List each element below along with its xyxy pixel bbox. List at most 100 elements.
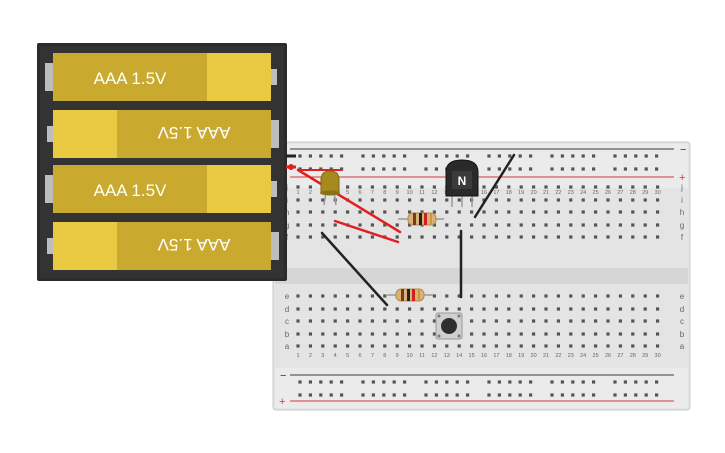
breadboard-hole[interactable] bbox=[321, 344, 325, 348]
breadboard-hole[interactable] bbox=[519, 185, 523, 189]
breadboard-hole[interactable] bbox=[581, 307, 585, 311]
breadboard-hole[interactable] bbox=[432, 185, 436, 189]
breadboard-hole[interactable] bbox=[594, 294, 598, 298]
rail-hole[interactable] bbox=[508, 154, 512, 158]
breadboard-hole[interactable] bbox=[408, 235, 412, 239]
rail-hole[interactable] bbox=[634, 167, 638, 171]
breadboard-hole[interactable] bbox=[358, 344, 362, 348]
breadboard-hole[interactable] bbox=[631, 235, 635, 239]
breadboard-hole[interactable] bbox=[631, 185, 635, 189]
rail-hole[interactable] bbox=[655, 393, 659, 397]
breadboard-hole[interactable] bbox=[532, 198, 536, 202]
breadboard-hole[interactable] bbox=[308, 210, 312, 214]
breadboard-hole[interactable] bbox=[544, 332, 548, 336]
breadboard-hole[interactable] bbox=[445, 294, 449, 298]
rail-hole[interactable] bbox=[613, 154, 617, 158]
breadboard-hole[interactable] bbox=[383, 198, 387, 202]
rail-hole[interactable] bbox=[634, 380, 638, 384]
rail-hole[interactable] bbox=[655, 167, 659, 171]
breadboard-hole[interactable] bbox=[606, 332, 610, 336]
rail-hole[interactable] bbox=[466, 154, 470, 158]
rail-hole[interactable] bbox=[340, 380, 344, 384]
breadboard-hole[interactable] bbox=[606, 294, 610, 298]
rail-hole[interactable] bbox=[455, 154, 459, 158]
rail-hole[interactable] bbox=[634, 393, 638, 397]
breadboard-hole[interactable] bbox=[606, 210, 610, 214]
breadboard-hole[interactable] bbox=[544, 344, 548, 348]
rail-hole[interactable] bbox=[319, 393, 323, 397]
breadboard-hole[interactable] bbox=[482, 223, 486, 227]
breadboard-hole[interactable] bbox=[643, 198, 647, 202]
breadboard-hole[interactable] bbox=[346, 332, 350, 336]
rail-hole[interactable] bbox=[445, 393, 449, 397]
breadboard-hole[interactable] bbox=[519, 319, 523, 323]
breadboard-hole[interactable] bbox=[308, 223, 312, 227]
breadboard-hole[interactable] bbox=[569, 198, 573, 202]
breadboard-hole[interactable] bbox=[519, 307, 523, 311]
breadboard-hole[interactable] bbox=[507, 307, 511, 311]
rail-hole[interactable] bbox=[623, 380, 627, 384]
breadboard-hole[interactable] bbox=[507, 223, 511, 227]
rail-hole[interactable] bbox=[644, 167, 648, 171]
breadboard-hole[interactable] bbox=[643, 319, 647, 323]
led[interactable] bbox=[320, 170, 340, 206]
rail-hole[interactable] bbox=[581, 380, 585, 384]
breadboard-hole[interactable] bbox=[656, 294, 660, 298]
breadboard-hole[interactable] bbox=[519, 344, 523, 348]
breadboard-hole[interactable] bbox=[643, 210, 647, 214]
breadboard-hole[interactable] bbox=[420, 210, 424, 214]
breadboard-hole[interactable] bbox=[308, 294, 312, 298]
breadboard-hole[interactable] bbox=[507, 210, 511, 214]
breadboard-hole[interactable] bbox=[544, 210, 548, 214]
rail-hole[interactable] bbox=[319, 380, 323, 384]
rail-hole[interactable] bbox=[529, 167, 533, 171]
breadboard-hole[interactable] bbox=[643, 332, 647, 336]
breadboard-hole[interactable] bbox=[556, 294, 560, 298]
rail-hole[interactable] bbox=[508, 393, 512, 397]
breadboard-hole[interactable] bbox=[519, 210, 523, 214]
breadboard-hole[interactable] bbox=[395, 235, 399, 239]
rail-hole[interactable] bbox=[340, 154, 344, 158]
breadboard-hole[interactable] bbox=[370, 185, 374, 189]
breadboard-hole[interactable] bbox=[494, 344, 498, 348]
breadboard-hole[interactable] bbox=[296, 185, 300, 189]
rail-hole[interactable] bbox=[518, 154, 522, 158]
breadboard-hole[interactable] bbox=[420, 185, 424, 189]
breadboard-hole[interactable] bbox=[544, 319, 548, 323]
breadboard-hole[interactable] bbox=[370, 235, 374, 239]
rail-hole[interactable] bbox=[403, 167, 407, 171]
breadboard-hole[interactable] bbox=[656, 344, 660, 348]
breadboard-hole[interactable] bbox=[482, 294, 486, 298]
breadboard-hole[interactable] bbox=[383, 319, 387, 323]
breadboard-hole[interactable] bbox=[395, 344, 399, 348]
breadboard-hole[interactable] bbox=[532, 319, 536, 323]
breadboard-hole[interactable] bbox=[321, 319, 325, 323]
breadboard-hole[interactable] bbox=[346, 319, 350, 323]
rail-hole[interactable] bbox=[319, 154, 323, 158]
breadboard-hole[interactable] bbox=[656, 210, 660, 214]
breadboard-hole[interactable] bbox=[631, 294, 635, 298]
breadboard-hole[interactable] bbox=[370, 332, 374, 336]
breadboard-hole[interactable] bbox=[519, 332, 523, 336]
rail-hole[interactable] bbox=[487, 393, 491, 397]
breadboard-hole[interactable] bbox=[370, 307, 374, 311]
rail-hole[interactable] bbox=[518, 393, 522, 397]
breadboard-hole[interactable] bbox=[358, 185, 362, 189]
breadboard-hole[interactable] bbox=[370, 344, 374, 348]
breadboard-hole[interactable] bbox=[594, 198, 598, 202]
breadboard-hole[interactable] bbox=[383, 223, 387, 227]
breadboard-hole[interactable] bbox=[296, 332, 300, 336]
breadboard-hole[interactable] bbox=[606, 198, 610, 202]
breadboard-hole[interactable] bbox=[494, 235, 498, 239]
breadboard-hole[interactable] bbox=[420, 344, 424, 348]
rail-hole[interactable] bbox=[497, 154, 501, 158]
breadboard-hole[interactable] bbox=[569, 332, 573, 336]
breadboard-hole[interactable] bbox=[420, 235, 424, 239]
breadboard-hole[interactable] bbox=[606, 307, 610, 311]
breadboard-hole[interactable] bbox=[395, 307, 399, 311]
breadboard-hole[interactable] bbox=[544, 198, 548, 202]
rail-hole[interactable] bbox=[445, 380, 449, 384]
breadboard-hole[interactable] bbox=[482, 319, 486, 323]
breadboard-hole[interactable] bbox=[457, 307, 461, 311]
rail-hole[interactable] bbox=[361, 154, 365, 158]
